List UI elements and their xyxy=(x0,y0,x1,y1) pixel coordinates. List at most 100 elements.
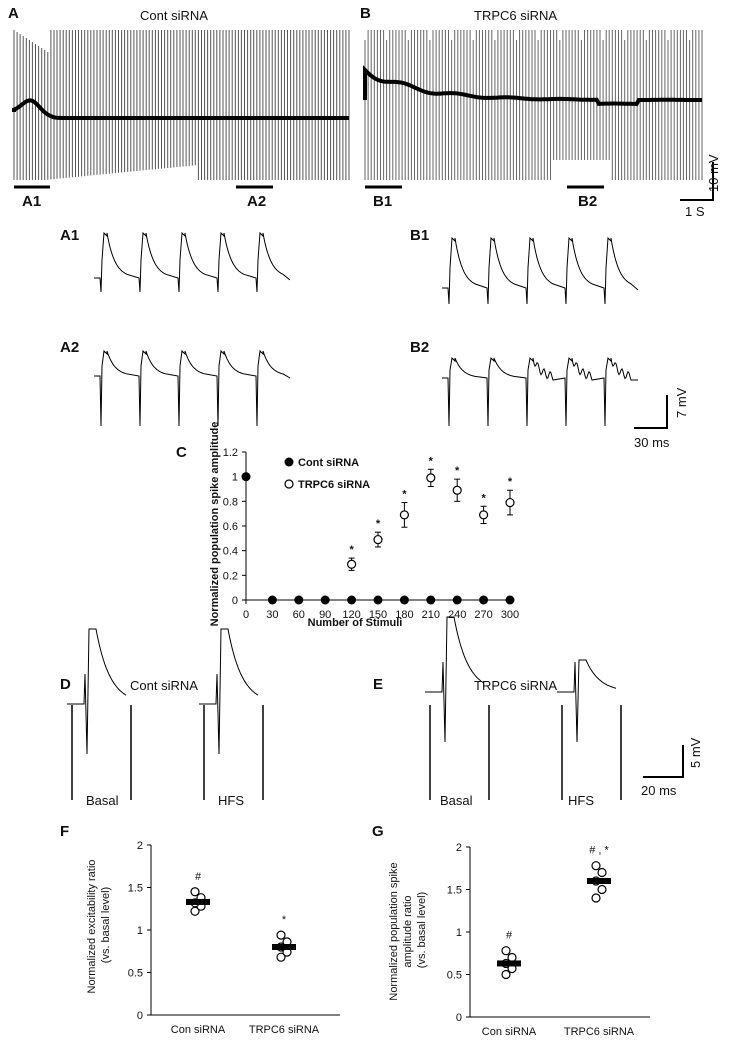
segment-label-B2: B2 xyxy=(578,193,597,210)
panel-label-G: G xyxy=(372,823,384,840)
c-point-trpc6 xyxy=(452,485,462,495)
e-basal-label: Basal xyxy=(440,793,473,808)
category-label: TRPC6 siRNA xyxy=(564,1026,635,1038)
d-basal-label: Basal xyxy=(86,793,119,808)
scale-top-v: 10 mV xyxy=(706,154,721,192)
ytick-label: 0 xyxy=(456,1012,462,1024)
c-point-cont xyxy=(452,595,462,605)
response-trace xyxy=(425,616,485,743)
ytick-label: 1 xyxy=(137,925,143,937)
c-ylabel: Normalized population spike amplitude xyxy=(209,422,221,627)
c-xtick-label: 150 xyxy=(369,609,387,621)
scale-bar-top xyxy=(680,162,714,201)
ytick-label: 2 xyxy=(137,840,143,852)
data-point xyxy=(591,893,601,903)
spike-train-A2 xyxy=(94,349,291,427)
category-label: Con siRNA xyxy=(482,1026,537,1038)
significance-mark: * xyxy=(282,914,287,926)
c-point-trpc6 xyxy=(347,559,357,569)
c-ytick-label: 0.8 xyxy=(223,496,238,508)
c-xtick-label: 210 xyxy=(422,609,440,621)
ytick-label: 0.5 xyxy=(447,970,462,982)
c-xlabel: Number of Stimuli xyxy=(308,617,403,629)
c-ytick-label: 0.4 xyxy=(223,546,238,558)
mean-bar xyxy=(272,944,296,950)
spike-train-B1 xyxy=(442,236,639,305)
baseline-trace xyxy=(363,65,702,106)
scale-bar-mid xyxy=(634,395,668,429)
panel-title-E: TRPC6 siRNA xyxy=(474,678,557,693)
c-xtick-label: 300 xyxy=(501,609,519,621)
ytick-label: 1.5 xyxy=(128,883,143,895)
response-trace xyxy=(199,628,259,755)
c-xtick-label: 240 xyxy=(448,609,466,621)
panel-title-A: Cont siRNA xyxy=(140,8,208,23)
data-point xyxy=(276,930,286,940)
scale-bar-de xyxy=(643,745,684,778)
c-point-trpc6 xyxy=(426,473,436,483)
g-ylabel: Normalized population spike amplitude ra… xyxy=(388,859,428,1000)
c-xtick-label: 30 xyxy=(266,609,278,621)
c-point-trpc6 xyxy=(505,497,515,508)
data-point xyxy=(507,952,517,963)
e-hfs-label: HFS xyxy=(568,793,594,808)
row-label-A2: A2 xyxy=(60,339,79,356)
c-legend-label-trpc6: TRPC6 siRNA xyxy=(298,479,370,491)
spike-train-path xyxy=(442,236,639,305)
c-point-trpc6 xyxy=(479,510,489,520)
response-trace xyxy=(67,628,127,755)
c-significance: * xyxy=(429,455,434,467)
c-point-cont xyxy=(267,595,277,605)
c-ytick-label: 0.2 xyxy=(223,570,238,582)
spike-train-path xyxy=(442,356,638,427)
panel-title-B: TRPC6 siRNA xyxy=(474,8,557,23)
data-point xyxy=(190,887,200,897)
panel-label-A: A xyxy=(8,5,19,22)
data-point xyxy=(591,861,601,871)
data-point xyxy=(501,946,511,956)
c-point-cont xyxy=(294,595,304,605)
stimulus-artifacts xyxy=(13,30,350,180)
spike-train-A1 xyxy=(94,231,291,293)
data-point xyxy=(597,884,607,895)
scale-mid-h: 30 ms xyxy=(634,435,670,450)
traces-E xyxy=(425,616,622,800)
c-point-cont xyxy=(426,595,436,605)
significance-mark: # xyxy=(195,871,202,883)
c-xtick-label: 60 xyxy=(293,609,305,621)
ytick-label: 0 xyxy=(137,1010,143,1022)
traces-D xyxy=(67,628,264,800)
ytick-label: 1 xyxy=(456,927,462,939)
c-legend-label-cont: Cont siRNA xyxy=(298,457,359,469)
c-point-cont xyxy=(505,595,515,605)
ytick-label: 2 xyxy=(456,842,462,854)
c-significance: * xyxy=(455,465,460,477)
c-significance: * xyxy=(349,544,354,556)
c-point-cont xyxy=(373,595,383,605)
segment-label-A1: A1 xyxy=(22,193,41,210)
panel-label-F: F xyxy=(60,823,69,840)
significance-mark: # xyxy=(506,930,513,942)
significance-mark: # , * xyxy=(589,845,609,857)
data-point xyxy=(501,969,511,980)
c-legend-marker-trpc6 xyxy=(284,479,294,489)
c-xtick-label: 270 xyxy=(474,609,492,621)
c-point-trpc6 xyxy=(373,534,383,545)
data-point xyxy=(597,867,607,878)
baseline-trace xyxy=(12,98,349,120)
chart-C: Normalized population spike amplitude Nu… xyxy=(209,422,519,629)
data-point xyxy=(276,952,286,962)
c-point-cont xyxy=(241,472,251,482)
c-significance: * xyxy=(481,492,486,504)
stimulus-artifacts xyxy=(364,30,703,180)
c-ytick-label: 0.6 xyxy=(223,521,238,533)
panel-label-C: C xyxy=(176,444,187,461)
ytick-label: 1.5 xyxy=(447,885,462,897)
row-label-B2: B2 xyxy=(410,339,429,356)
f-ylabel: Normalized excitability ratio (vs. basal… xyxy=(86,857,112,994)
c-significance: * xyxy=(508,476,513,488)
response-trace xyxy=(557,659,617,743)
panel-label-E: E xyxy=(373,676,383,693)
ytick-label: 0.5 xyxy=(128,968,143,980)
